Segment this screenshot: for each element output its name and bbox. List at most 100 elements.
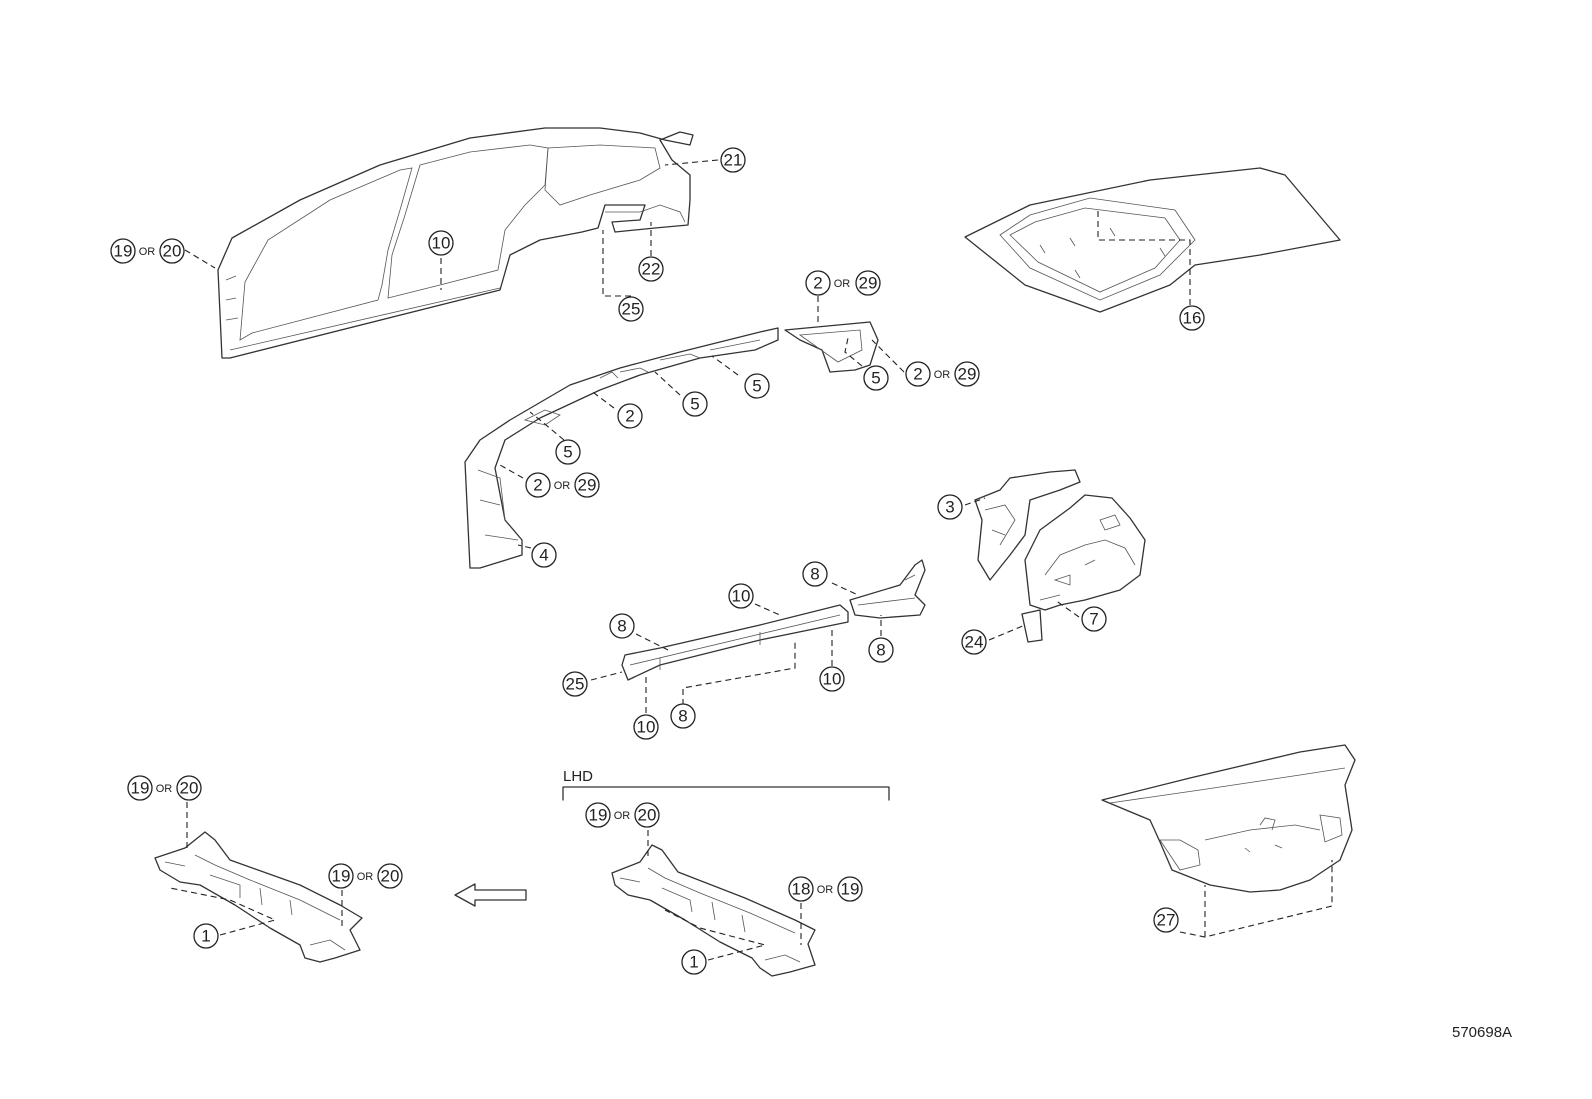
callout-27: 27 [1153, 907, 1179, 933]
callout-19: 19 [127, 775, 153, 801]
cowl-panel-left [154, 831, 363, 963]
svg-text:20: 20 [180, 779, 199, 798]
callout-29: 29 [855, 270, 881, 296]
svg-text:2: 2 [533, 476, 542, 495]
callout-1: 1 [681, 949, 707, 975]
leader-lines [169, 159, 1333, 961]
svg-text:16: 16 [1183, 309, 1202, 328]
callout-18: 18 [788, 876, 814, 902]
svg-text:10: 10 [732, 587, 751, 606]
svg-text:27: 27 [1157, 911, 1176, 930]
or-label: OR [139, 246, 156, 258]
callout-16: 16 [1179, 305, 1205, 331]
svg-text:25: 25 [566, 675, 585, 694]
svg-text:2: 2 [625, 407, 634, 426]
rocker-sill [621, 559, 926, 681]
callout-2: 2 [617, 403, 643, 429]
svg-text:10: 10 [637, 718, 656, 737]
callout-21: 21 [720, 147, 746, 173]
svg-text:5: 5 [752, 377, 761, 396]
svg-text:19: 19 [114, 242, 133, 261]
callout-8: 8 [802, 561, 828, 587]
callout-19: 19 [585, 802, 611, 828]
callout-8: 8 [670, 703, 696, 729]
callout-22: 22 [638, 256, 664, 282]
svg-text:10: 10 [823, 670, 842, 689]
callout-20: 20 [159, 238, 185, 264]
svg-text:8: 8 [876, 641, 885, 660]
callout-7: 7 [1081, 606, 1107, 632]
svg-text:19: 19 [332, 867, 351, 886]
svg-text:22: 22 [642, 260, 661, 279]
callout-19: 19 [837, 876, 863, 902]
svg-text:25: 25 [622, 300, 641, 319]
body-side-panel [217, 127, 694, 359]
callout-8: 8 [609, 613, 635, 639]
callout-20: 20 [377, 863, 403, 889]
svg-text:19: 19 [841, 880, 860, 899]
callout-5: 5 [555, 439, 581, 465]
svg-text:4: 4 [539, 546, 548, 565]
or-label: OR [554, 480, 571, 492]
svg-text:7: 7 [1089, 610, 1098, 629]
callout-10: 10 [819, 666, 845, 692]
callout-5: 5 [744, 373, 770, 399]
callout-20: 20 [176, 775, 202, 801]
svg-text:10: 10 [432, 234, 451, 253]
cowl-panel-lhd [611, 844, 816, 977]
svg-text:2: 2 [813, 274, 822, 293]
callout-25: 25 [618, 296, 644, 322]
callout-25: 25 [562, 671, 588, 697]
callout-2: 2 [905, 361, 931, 387]
callout-4: 4 [531, 542, 557, 568]
rear-wheelhouse [974, 469, 1146, 643]
trunk-lid [1101, 744, 1356, 893]
upper-rail-reinforcement [464, 321, 879, 569]
callout-8: 8 [868, 637, 894, 663]
svg-text:1: 1 [689, 953, 698, 972]
or-label: OR [614, 810, 631, 822]
callout-5: 5 [863, 365, 889, 391]
direction-arrow [454, 883, 527, 907]
callout-24: 24 [961, 629, 987, 655]
callout-29: 29 [954, 361, 980, 387]
callout-10: 10 [728, 583, 754, 609]
svg-text:20: 20 [638, 806, 657, 825]
svg-text:24: 24 [965, 633, 984, 652]
svg-text:1: 1 [201, 927, 210, 946]
callout-5: 5 [682, 391, 708, 417]
or-label: OR [934, 369, 951, 381]
svg-text:2: 2 [913, 365, 922, 384]
callout-10: 10 [428, 230, 454, 256]
svg-text:5: 5 [563, 443, 572, 462]
lhd-label: LHD [563, 768, 593, 785]
lhd-bracket [562, 786, 890, 801]
or-label: OR [357, 871, 374, 883]
callout-29: 29 [574, 472, 600, 498]
callout-19: 19 [328, 863, 354, 889]
callout-1: 1 [193, 923, 219, 949]
svg-text:5: 5 [690, 395, 699, 414]
or-label: OR [156, 783, 173, 795]
svg-text:20: 20 [163, 242, 182, 261]
svg-text:29: 29 [958, 365, 977, 384]
callout-2: 2 [805, 270, 831, 296]
svg-text:5: 5 [871, 369, 880, 388]
callout-10: 10 [633, 714, 659, 740]
callout-19: 19 [110, 238, 136, 264]
svg-text:8: 8 [617, 617, 626, 636]
svg-text:8: 8 [678, 707, 687, 726]
figure-id: 570698A [1452, 1024, 1512, 1041]
svg-text:19: 19 [589, 806, 608, 825]
svg-text:29: 29 [578, 476, 597, 495]
callout-2: 2 [525, 472, 551, 498]
callout-20: 20 [634, 802, 660, 828]
svg-text:19: 19 [131, 779, 150, 798]
svg-text:18: 18 [792, 880, 811, 899]
svg-text:29: 29 [859, 274, 878, 293]
or-label: OR [817, 884, 834, 896]
svg-text:20: 20 [381, 867, 400, 886]
svg-text:21: 21 [724, 151, 743, 170]
svg-text:8: 8 [810, 565, 819, 584]
